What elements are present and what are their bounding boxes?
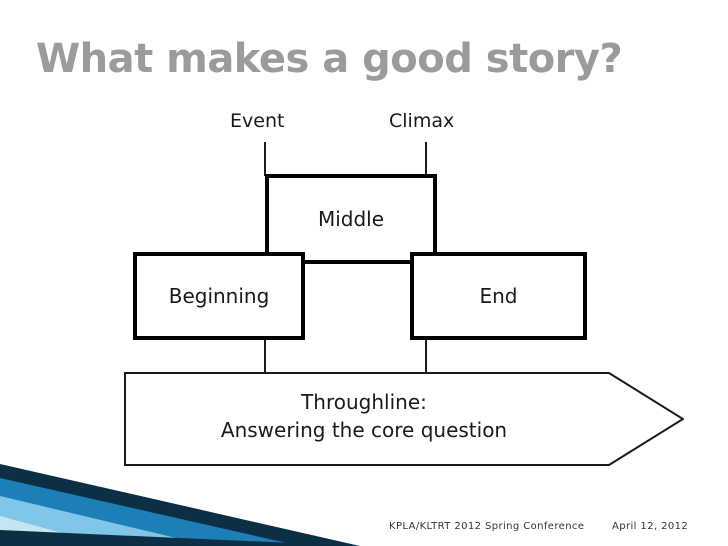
throughline-line-2: Answering the core question bbox=[220, 418, 508, 442]
arrow-outline bbox=[124, 372, 684, 466]
connector-end-banner bbox=[425, 340, 427, 374]
connector-climax bbox=[425, 142, 427, 176]
box-middle-label: Middle bbox=[317, 207, 385, 231]
box-end-label: End bbox=[479, 284, 518, 308]
box-beginning-label: Beginning bbox=[168, 284, 270, 308]
box-end: End bbox=[410, 252, 587, 340]
page-title: What makes a good story? bbox=[36, 36, 623, 82]
connector-event bbox=[264, 142, 266, 176]
throughline-text: Throughline: Answering the core question bbox=[124, 388, 604, 444]
throughline-arrow-shape bbox=[124, 372, 684, 467]
footer-decoration bbox=[0, 456, 728, 546]
deco-base-triangle bbox=[0, 530, 360, 546]
footer-date: April 12, 2012 bbox=[612, 521, 689, 532]
label-event: Event bbox=[230, 110, 285, 132]
label-climax: Climax bbox=[389, 110, 455, 132]
box-middle: Middle bbox=[265, 174, 437, 264]
throughline-line-1: Throughline: bbox=[301, 390, 427, 414]
footer-conference: KPLA/KLTRT 2012 Spring Conference bbox=[389, 521, 585, 532]
connector-beginning-banner bbox=[264, 340, 266, 374]
story-structure-diagram: Event Climax Middle Beginning End Throug… bbox=[0, 100, 728, 480]
box-beginning: Beginning bbox=[133, 252, 305, 340]
